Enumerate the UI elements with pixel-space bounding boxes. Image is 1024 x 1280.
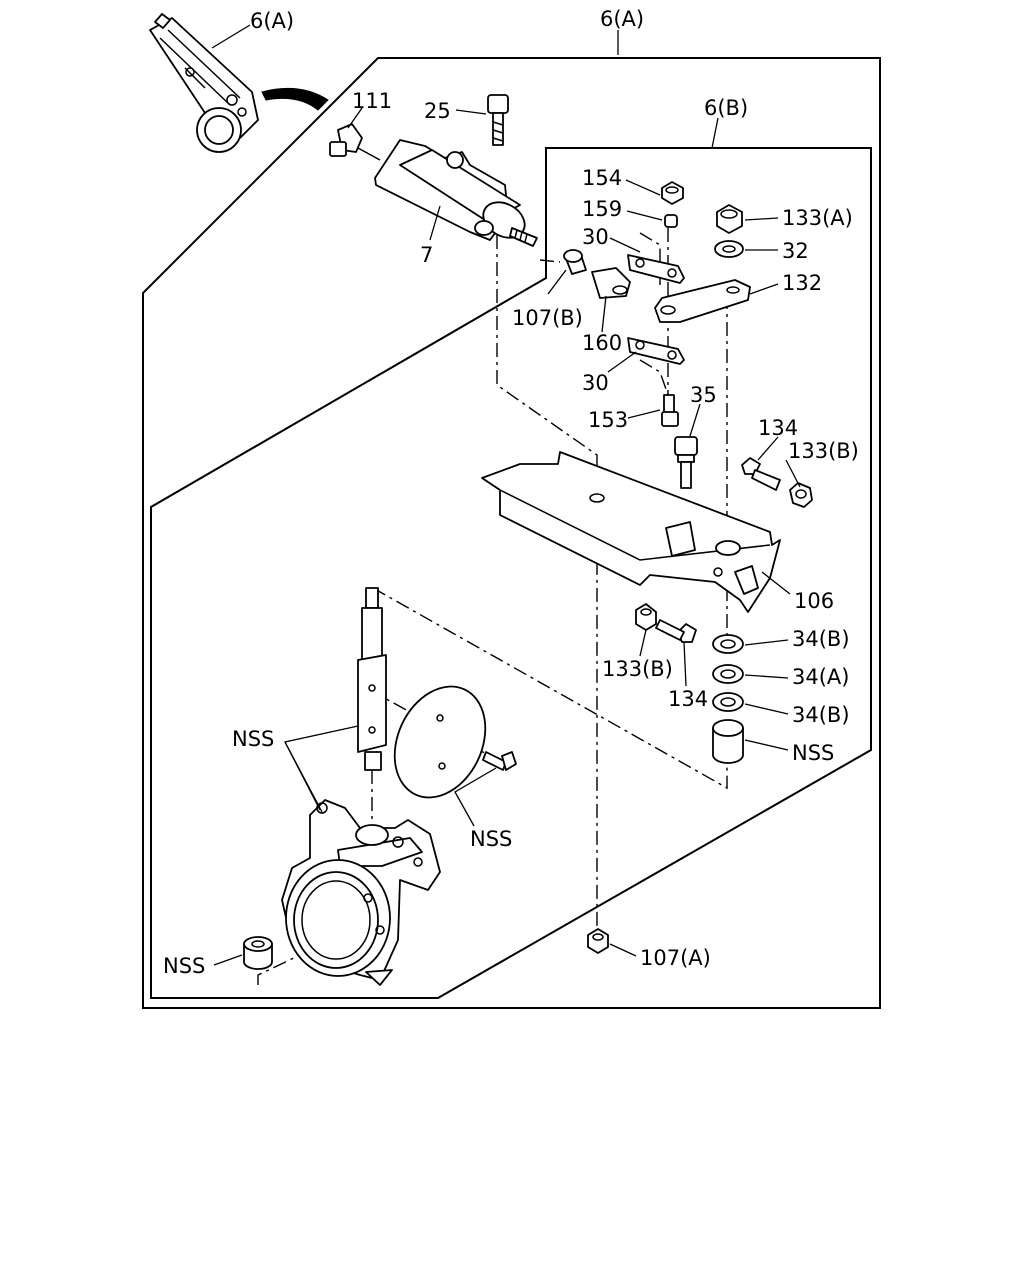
part-133b-nut-lower [635,603,657,631]
label-frame-6b: 6(B) [704,96,748,120]
label-154: 154 [582,166,622,190]
frame-6b-outline [150,147,872,999]
label-133b-upper: 133(B) [788,439,859,463]
part-34b-washer-upper [712,634,744,654]
label-7: 7 [420,243,433,267]
part-32-washer [714,240,744,258]
label-nss-bushing-right: NSS [792,741,834,765]
label-133b-lower: 133(B) [602,657,673,681]
label-inset-6a: 6(A) [250,9,294,33]
part-valve-housing [281,799,441,986]
part-nss-valve-plate [393,685,487,799]
part-159-spacer [664,214,678,228]
part-107b-collar [563,249,587,275]
label-134-lower: 134 [668,687,708,711]
part-134-bolt-lower [655,619,697,643]
part-34a-washer [712,664,744,684]
label-134-upper: 134 [758,416,798,440]
part-154-nut [661,181,684,205]
part-132-lever [654,279,751,323]
leader-lines [211,24,801,966]
label-35: 35 [690,383,717,407]
inset-arrow [261,87,329,111]
part-25-bolt [487,94,509,146]
label-133a: 133(A) [782,206,853,230]
part-nss-shaft [357,587,387,771]
label-nss-bushing-left: NSS [163,954,205,978]
label-30-upper: 30 [582,225,609,249]
part-34b-washer-lower [712,692,744,712]
label-106: 106 [794,589,834,613]
label-34b-upper: 34(B) [792,627,850,651]
part-133b-nut-upper [789,482,813,508]
part-30-link-lower [627,337,685,365]
part-111-elbow-fitting [329,123,381,161]
part-nss-screw [482,751,517,771]
frame-6a-outline [142,57,881,1009]
label-34a: 34(A) [792,665,849,689]
label-nss-plate: NSS [470,827,512,851]
label-25: 25 [424,99,451,123]
part-30-link-upper [627,254,685,284]
part-35-bolt [674,436,698,489]
label-32: 32 [782,239,809,263]
part-153-bolt [661,394,679,427]
label-nss-shaft: NSS [232,727,274,751]
label-34b-lower: 34(B) [792,703,850,727]
label-160: 160 [582,331,622,355]
inset-assembly-thumbnail [149,13,259,153]
part-nss-bushing-left [243,936,273,970]
part-160-clip [591,267,631,299]
label-107b: 107(B) [512,306,583,330]
label-111: 111 [352,89,392,113]
part-7-brake-cylinder [374,139,538,247]
part-106-bracket [481,451,781,613]
label-159: 159 [582,197,622,221]
label-153: 153 [588,408,628,432]
label-132: 132 [782,271,822,295]
part-134-bolt-upper [741,457,781,491]
part-133a-nut [716,204,743,234]
label-frame-6a: 6(A) [600,7,644,31]
label-30-lower: 30 [582,371,609,395]
label-107a: 107(A) [640,946,711,970]
part-nss-bushing-right [712,719,744,764]
part-107a-nut [587,928,609,954]
part-labels: 6(A) 6(A) 6(B) 111 25 7 154 159 133(A) 3… [163,7,859,978]
